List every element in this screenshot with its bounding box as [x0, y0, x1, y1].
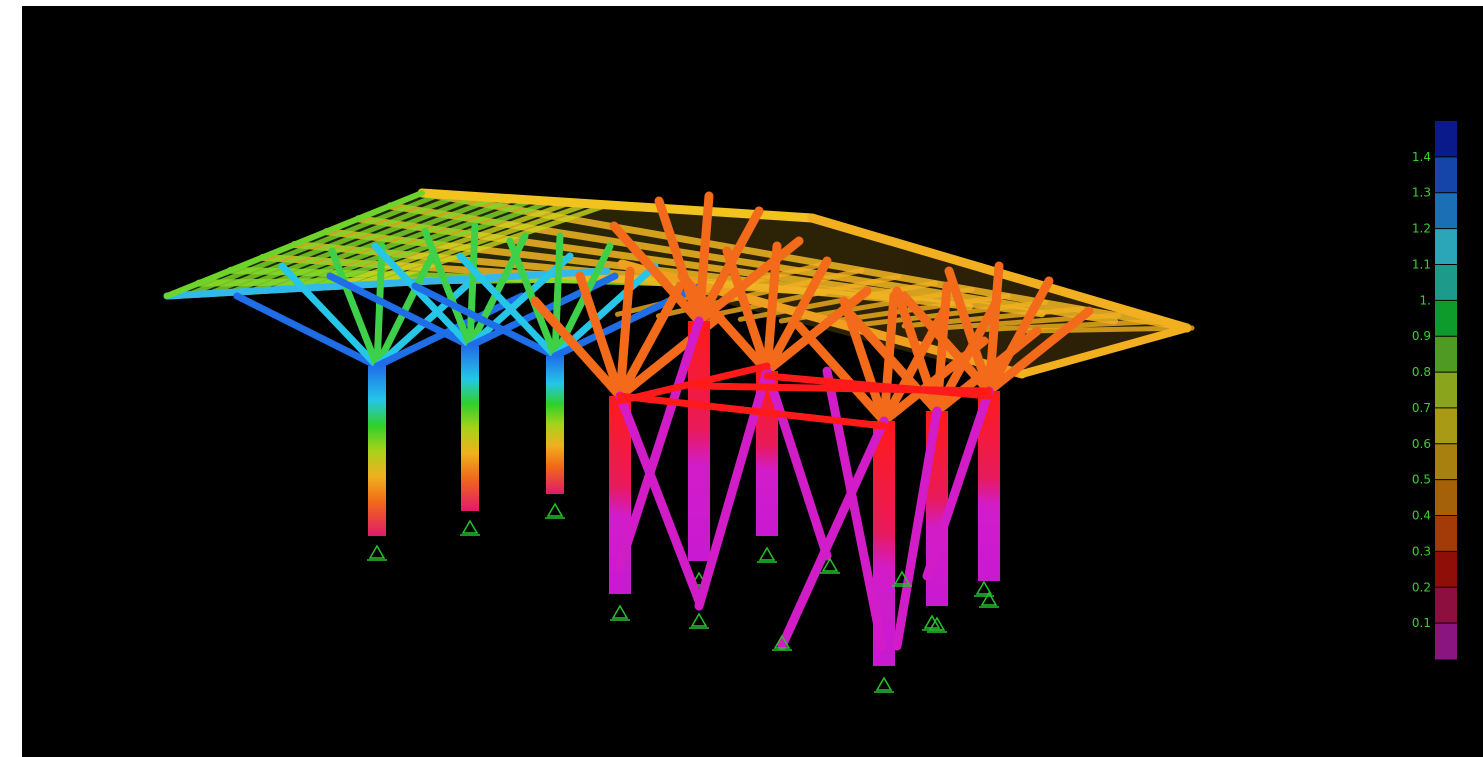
- roof-rafter: [206, 192, 462, 297]
- tree-branch: [456, 252, 559, 360]
- tree-branch: [421, 227, 474, 350]
- roof-edge: [164, 190, 425, 299]
- roof-edge: [1018, 324, 1191, 378]
- bracing-member: [616, 362, 771, 405]
- support-symbol: [460, 519, 480, 536]
- column: [978, 391, 1000, 581]
- tree-branch: [762, 286, 872, 376]
- tree-branch: [762, 256, 832, 376]
- tree-branch: [551, 232, 564, 360]
- tree-branch: [944, 266, 994, 396]
- tree-branch: [373, 292, 526, 370]
- support-symbol: [974, 580, 994, 597]
- tree-branch: [654, 196, 704, 326]
- tree-branch: [326, 272, 474, 350]
- bracing-member: [763, 372, 993, 400]
- roof-rafter: [269, 196, 518, 293]
- column: [546, 356, 564, 494]
- column: [461, 346, 479, 511]
- tree-branch: [530, 296, 625, 401]
- tree-branch: [984, 261, 1004, 396]
- support-symbol: [892, 570, 912, 587]
- bracing-member: [616, 392, 888, 430]
- support-symbol: [820, 557, 840, 574]
- tree-branch: [466, 252, 574, 350]
- support-symbol: [757, 546, 777, 563]
- tree-branch: [466, 222, 479, 350]
- tree-branch: [677, 271, 772, 376]
- support-symbol: [874, 676, 894, 693]
- support-symbol: [610, 604, 630, 621]
- bracing-member: [615, 391, 704, 606]
- roof-rafter: [185, 191, 444, 298]
- support-symbol: [545, 502, 565, 519]
- column: [873, 421, 895, 666]
- bracing-member: [762, 366, 832, 561]
- tree-branch: [278, 262, 381, 370]
- bracing-member: [615, 316, 704, 571]
- support-symbol: [367, 544, 387, 561]
- roof-rafter: [1024, 325, 1195, 334]
- tree-branch: [984, 276, 1054, 396]
- tree-branch: [373, 242, 386, 370]
- support-symbol: [922, 614, 942, 631]
- roof-eave: [163, 267, 611, 300]
- tree-branch: [609, 221, 704, 326]
- bracing-member: [892, 406, 942, 651]
- tree-branch: [794, 321, 889, 426]
- tree-branch: [899, 291, 994, 396]
- bracing-member: [822, 366, 887, 651]
- tree-branch: [233, 292, 381, 370]
- bracing-member: [922, 386, 994, 581]
- tree-branch: [575, 271, 625, 401]
- roof-rafter: [696, 274, 902, 321]
- tree-branch: [722, 246, 772, 376]
- tree-branch: [847, 311, 942, 416]
- roof-rafter: [227, 194, 481, 295]
- roof-rafter: [332, 200, 574, 289]
- tree-branch: [762, 241, 782, 376]
- column: [368, 366, 386, 536]
- tree-branch: [615, 281, 685, 401]
- roof-rafter: [374, 202, 611, 287]
- bracing-member: [777, 416, 889, 651]
- tree-branch: [615, 266, 635, 401]
- support-symbol: [772, 634, 792, 651]
- support-symbol: [979, 591, 999, 608]
- tree-branch: [411, 282, 559, 360]
- truss-model[interactable]: [22, 6, 1483, 757]
- tree-branch: [371, 242, 474, 350]
- tree-branch: [984, 306, 1094, 396]
- support-symbol: [689, 612, 709, 629]
- roof-ridge: [417, 188, 817, 223]
- tree-branch: [328, 247, 381, 370]
